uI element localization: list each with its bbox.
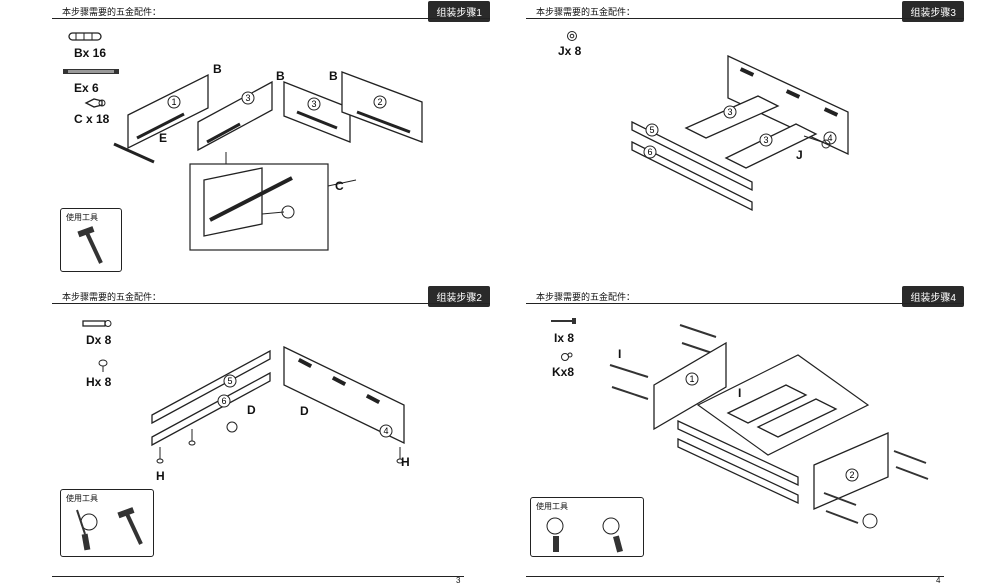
- callout-h: H: [401, 455, 410, 469]
- step-2-panel: 本步骤需要的五金配件： 组装步骤2 Dx 8 Hx 8 5 6 4 D D H …: [52, 285, 490, 557]
- svg-text:5: 5: [228, 376, 233, 386]
- callout-e: E: [159, 131, 168, 145]
- step-label: 组装步骤4: [902, 286, 964, 307]
- step-2-drawing: 5 6 4: [151, 345, 405, 464]
- divider: [52, 303, 490, 304]
- screwdriver-icon: [602, 517, 623, 553]
- tools-title: 使用工具: [66, 213, 98, 222]
- parts-title: 本步骤需要的五金配件：: [536, 7, 636, 17]
- svg-text:3: 3: [764, 135, 769, 145]
- svg-text:4: 4: [384, 426, 389, 436]
- part-b-label: Bx 16: [74, 46, 107, 60]
- callout-b: B: [329, 69, 338, 83]
- parts-title: 本步骤需要的五金配件：: [62, 7, 162, 17]
- callout-i: I: [618, 347, 622, 361]
- svg-text:6: 6: [648, 147, 653, 157]
- part-e-label: Ex 6: [74, 81, 99, 95]
- step-label: 组装步骤2: [428, 286, 490, 307]
- callout-i: I: [738, 386, 742, 400]
- divider: [526, 303, 964, 304]
- foot-icon: [98, 359, 108, 372]
- svg-text:2: 2: [850, 470, 855, 480]
- step-label: 组装步骤3: [902, 1, 964, 22]
- tools-box: 使用工具: [530, 497, 644, 557]
- callout-j: J: [796, 148, 803, 162]
- svg-text:4: 4: [828, 133, 833, 143]
- step-4-panel: 本步骤需要的五金配件： 组装步骤4 Ix 8 Kx8 1 2 I I 使: [526, 285, 964, 557]
- long-screw-icon: [551, 318, 576, 324]
- part-j-label: Jx 8: [558, 44, 582, 58]
- divider: [52, 18, 490, 19]
- step-1-drawing: 1 3 3 2: [113, 71, 423, 251]
- step-1-panel: 本步骤需要的五金配件： 组装步骤1 Bx 16 Ex 6 C x 18 1 3 …: [52, 0, 490, 272]
- svg-text:3: 3: [246, 93, 251, 103]
- part-i-label: Ix 8: [554, 331, 575, 345]
- part-d-label: Dx 8: [86, 333, 112, 347]
- nut-icon: [567, 31, 577, 41]
- parts-title: 本步骤需要的五金配件：: [536, 292, 636, 302]
- callout-d: D: [300, 404, 309, 418]
- page-number: 3: [456, 576, 461, 585]
- step-3-drawing: 4 3 3 5 6: [631, 54, 849, 212]
- page-footer-line: [52, 576, 464, 577]
- svg-text:1: 1: [172, 97, 177, 107]
- hammer-icon: [77, 226, 103, 264]
- callout-d: D: [247, 403, 256, 417]
- svg-text:6: 6: [222, 396, 227, 406]
- tools-title: 使用工具: [66, 494, 98, 503]
- callout-c: C: [335, 179, 344, 193]
- svg-text:1: 1: [690, 374, 695, 384]
- washer-icon: [561, 352, 573, 361]
- callout-b: B: [276, 69, 285, 83]
- screwdriver-icon: [546, 517, 564, 552]
- screwdriver-icon: [76, 509, 98, 551]
- divider: [526, 18, 964, 19]
- callout-b: B: [213, 62, 222, 76]
- svg-text:3: 3: [312, 99, 317, 109]
- dowel-icon: [68, 32, 102, 41]
- tools-title: 使用工具: [536, 502, 568, 511]
- step-4-drawing: 1 2: [609, 324, 929, 529]
- page-footer-line: [526, 576, 944, 577]
- step-3-panel: 本步骤需要的五金配件： 组装步骤3 Jx 8 4 3 3 5 6 J: [526, 0, 964, 270]
- page-number: 4: [936, 576, 941, 585]
- callout-h: H: [156, 469, 165, 483]
- step-label: 组装步骤1: [428, 1, 490, 22]
- svg-text:5: 5: [650, 125, 655, 135]
- rail-bolt-icon: [63, 69, 119, 74]
- svg-text:3: 3: [728, 107, 733, 117]
- parts-title: 本步骤需要的五金配件：: [62, 292, 162, 302]
- cam-bolt-icon: [82, 320, 112, 327]
- part-k-label: Kx8: [552, 365, 575, 379]
- part-c-label: C x 18: [74, 112, 110, 126]
- svg-text:2: 2: [378, 97, 383, 107]
- part-h-label: Hx 8: [86, 375, 112, 389]
- tools-box: 使用工具: [60, 208, 122, 272]
- screw-icon: [84, 98, 106, 108]
- hammer-icon: [117, 507, 143, 545]
- tools-box: 使用工具: [60, 489, 154, 557]
